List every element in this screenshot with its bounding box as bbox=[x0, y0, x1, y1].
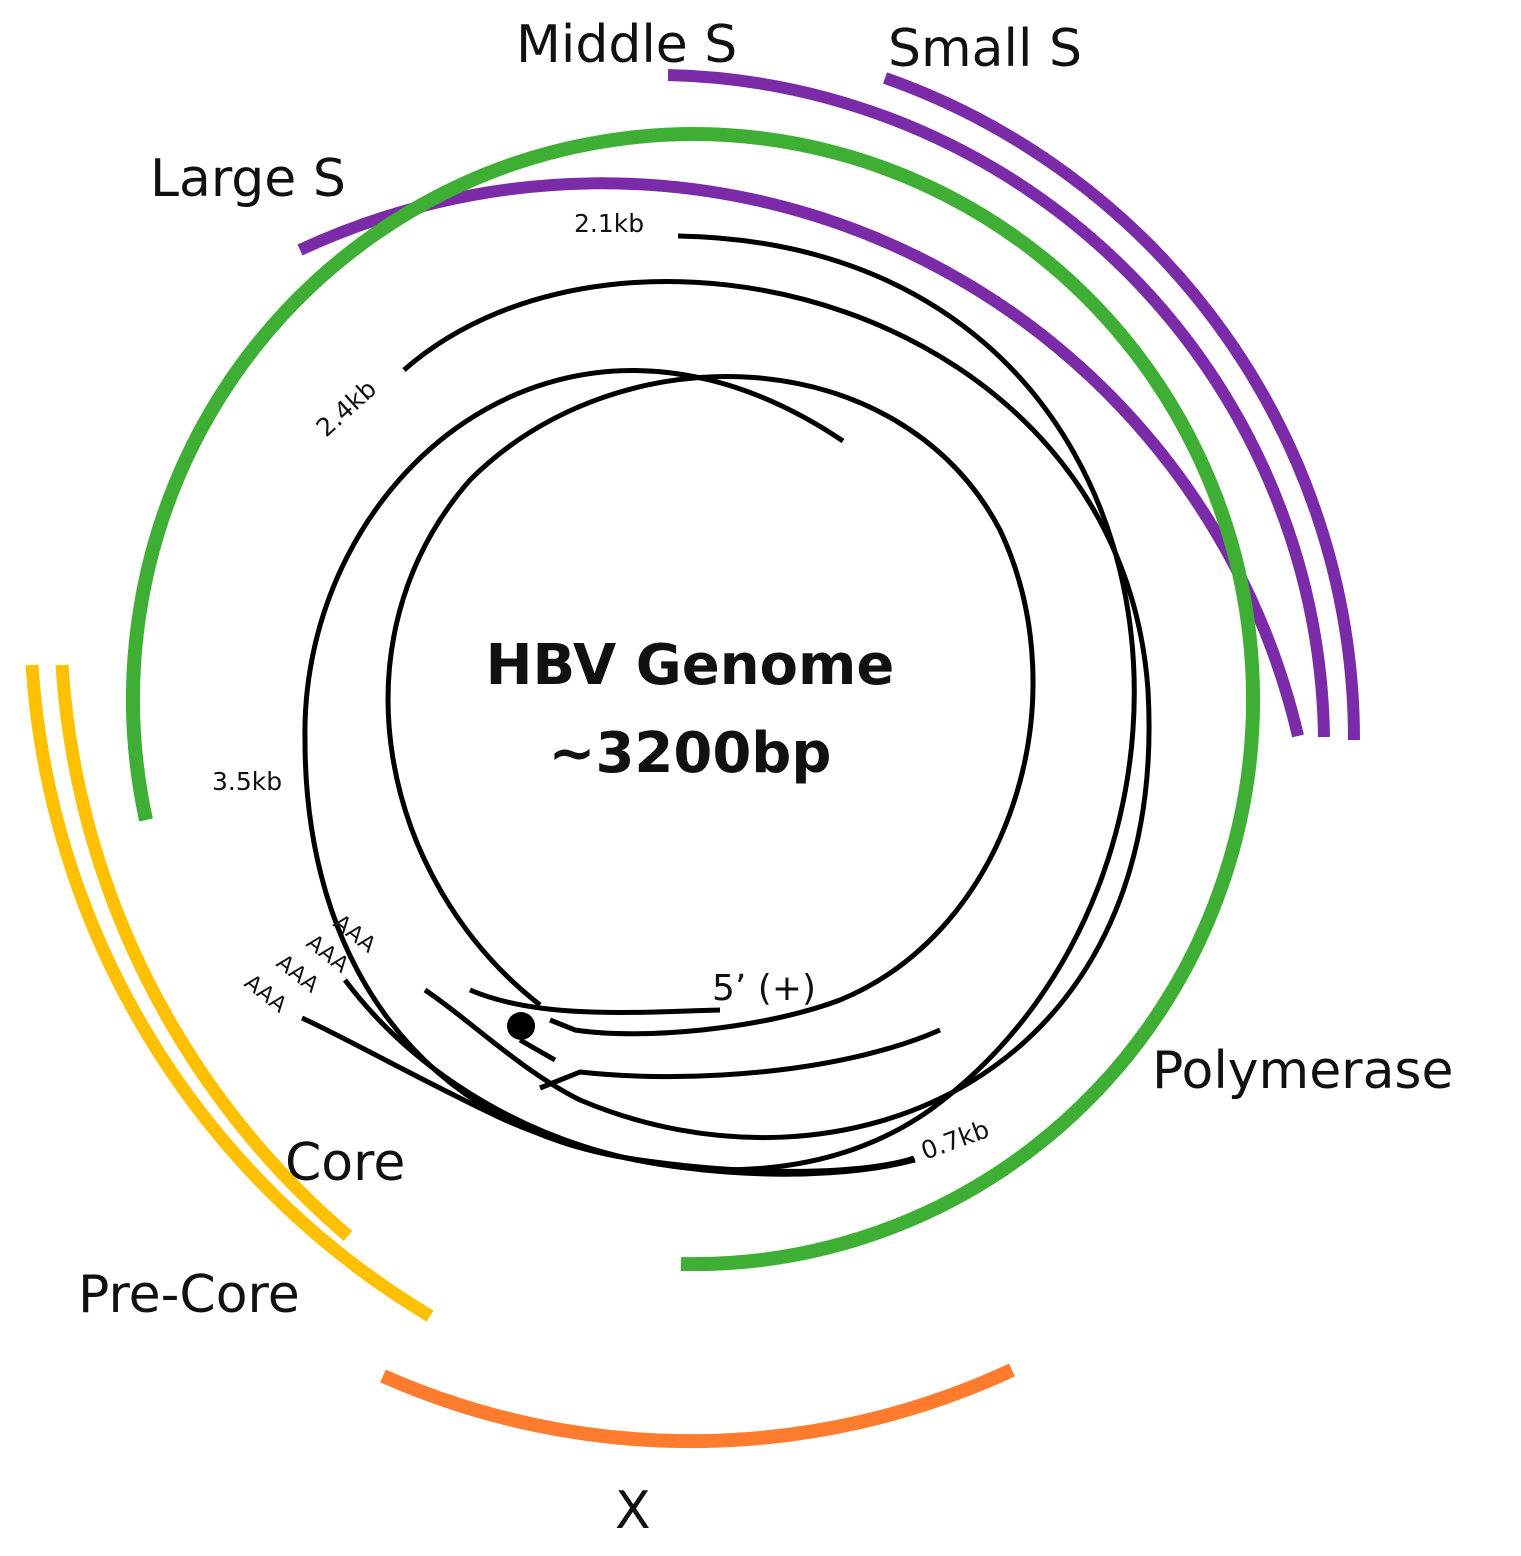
label-core: Core bbox=[285, 1133, 405, 1193]
label-0-7kb: 0.7kb bbox=[917, 1114, 993, 1165]
center-title-line2: ~3200bp bbox=[549, 721, 832, 786]
rna-transcripts bbox=[300, 233, 1152, 1177]
center-title-line1: HBV Genome bbox=[486, 633, 895, 698]
label-small-s: Small S bbox=[888, 19, 1082, 79]
polymerase-arc bbox=[126, 127, 1261, 1272]
inner-loop bbox=[385, 374, 1036, 1037]
label-pre-core: Pre-Core bbox=[78, 1265, 300, 1325]
label-2-1kb: 2.1kb bbox=[574, 209, 644, 238]
pre-core-arc bbox=[25, 664, 434, 1322]
transcript-3-5kb bbox=[302, 368, 915, 1174]
core-arc bbox=[55, 664, 353, 1241]
small-s-arc bbox=[883, 72, 1360, 741]
transcript-0-7kb bbox=[300, 1015, 916, 1177]
transcript-2-4kb bbox=[402, 278, 1152, 1140]
label-2-4kb: 2.4kb bbox=[311, 374, 383, 442]
label-large-s: Large S bbox=[150, 149, 346, 209]
label-middle-s: Middle S bbox=[516, 15, 737, 75]
label-3-5kb: 3.5kb bbox=[212, 767, 282, 796]
pregenome-inner-circle bbox=[469, 987, 721, 1015]
label-polymerase: Polymerase bbox=[1152, 1041, 1454, 1101]
kink-line bbox=[539, 1027, 942, 1091]
label-five-prime-plus: 5’ (+) bbox=[712, 968, 816, 1009]
primer-dot bbox=[507, 1012, 535, 1040]
x-arc bbox=[380, 1363, 1015, 1449]
middle-s-arc bbox=[667, 69, 1330, 738]
transcript-2-1kb bbox=[343, 233, 1137, 1173]
label-x: X bbox=[615, 1481, 651, 1541]
kink-line-2 bbox=[518, 1037, 557, 1063]
gene-arcs bbox=[25, 69, 1360, 1449]
